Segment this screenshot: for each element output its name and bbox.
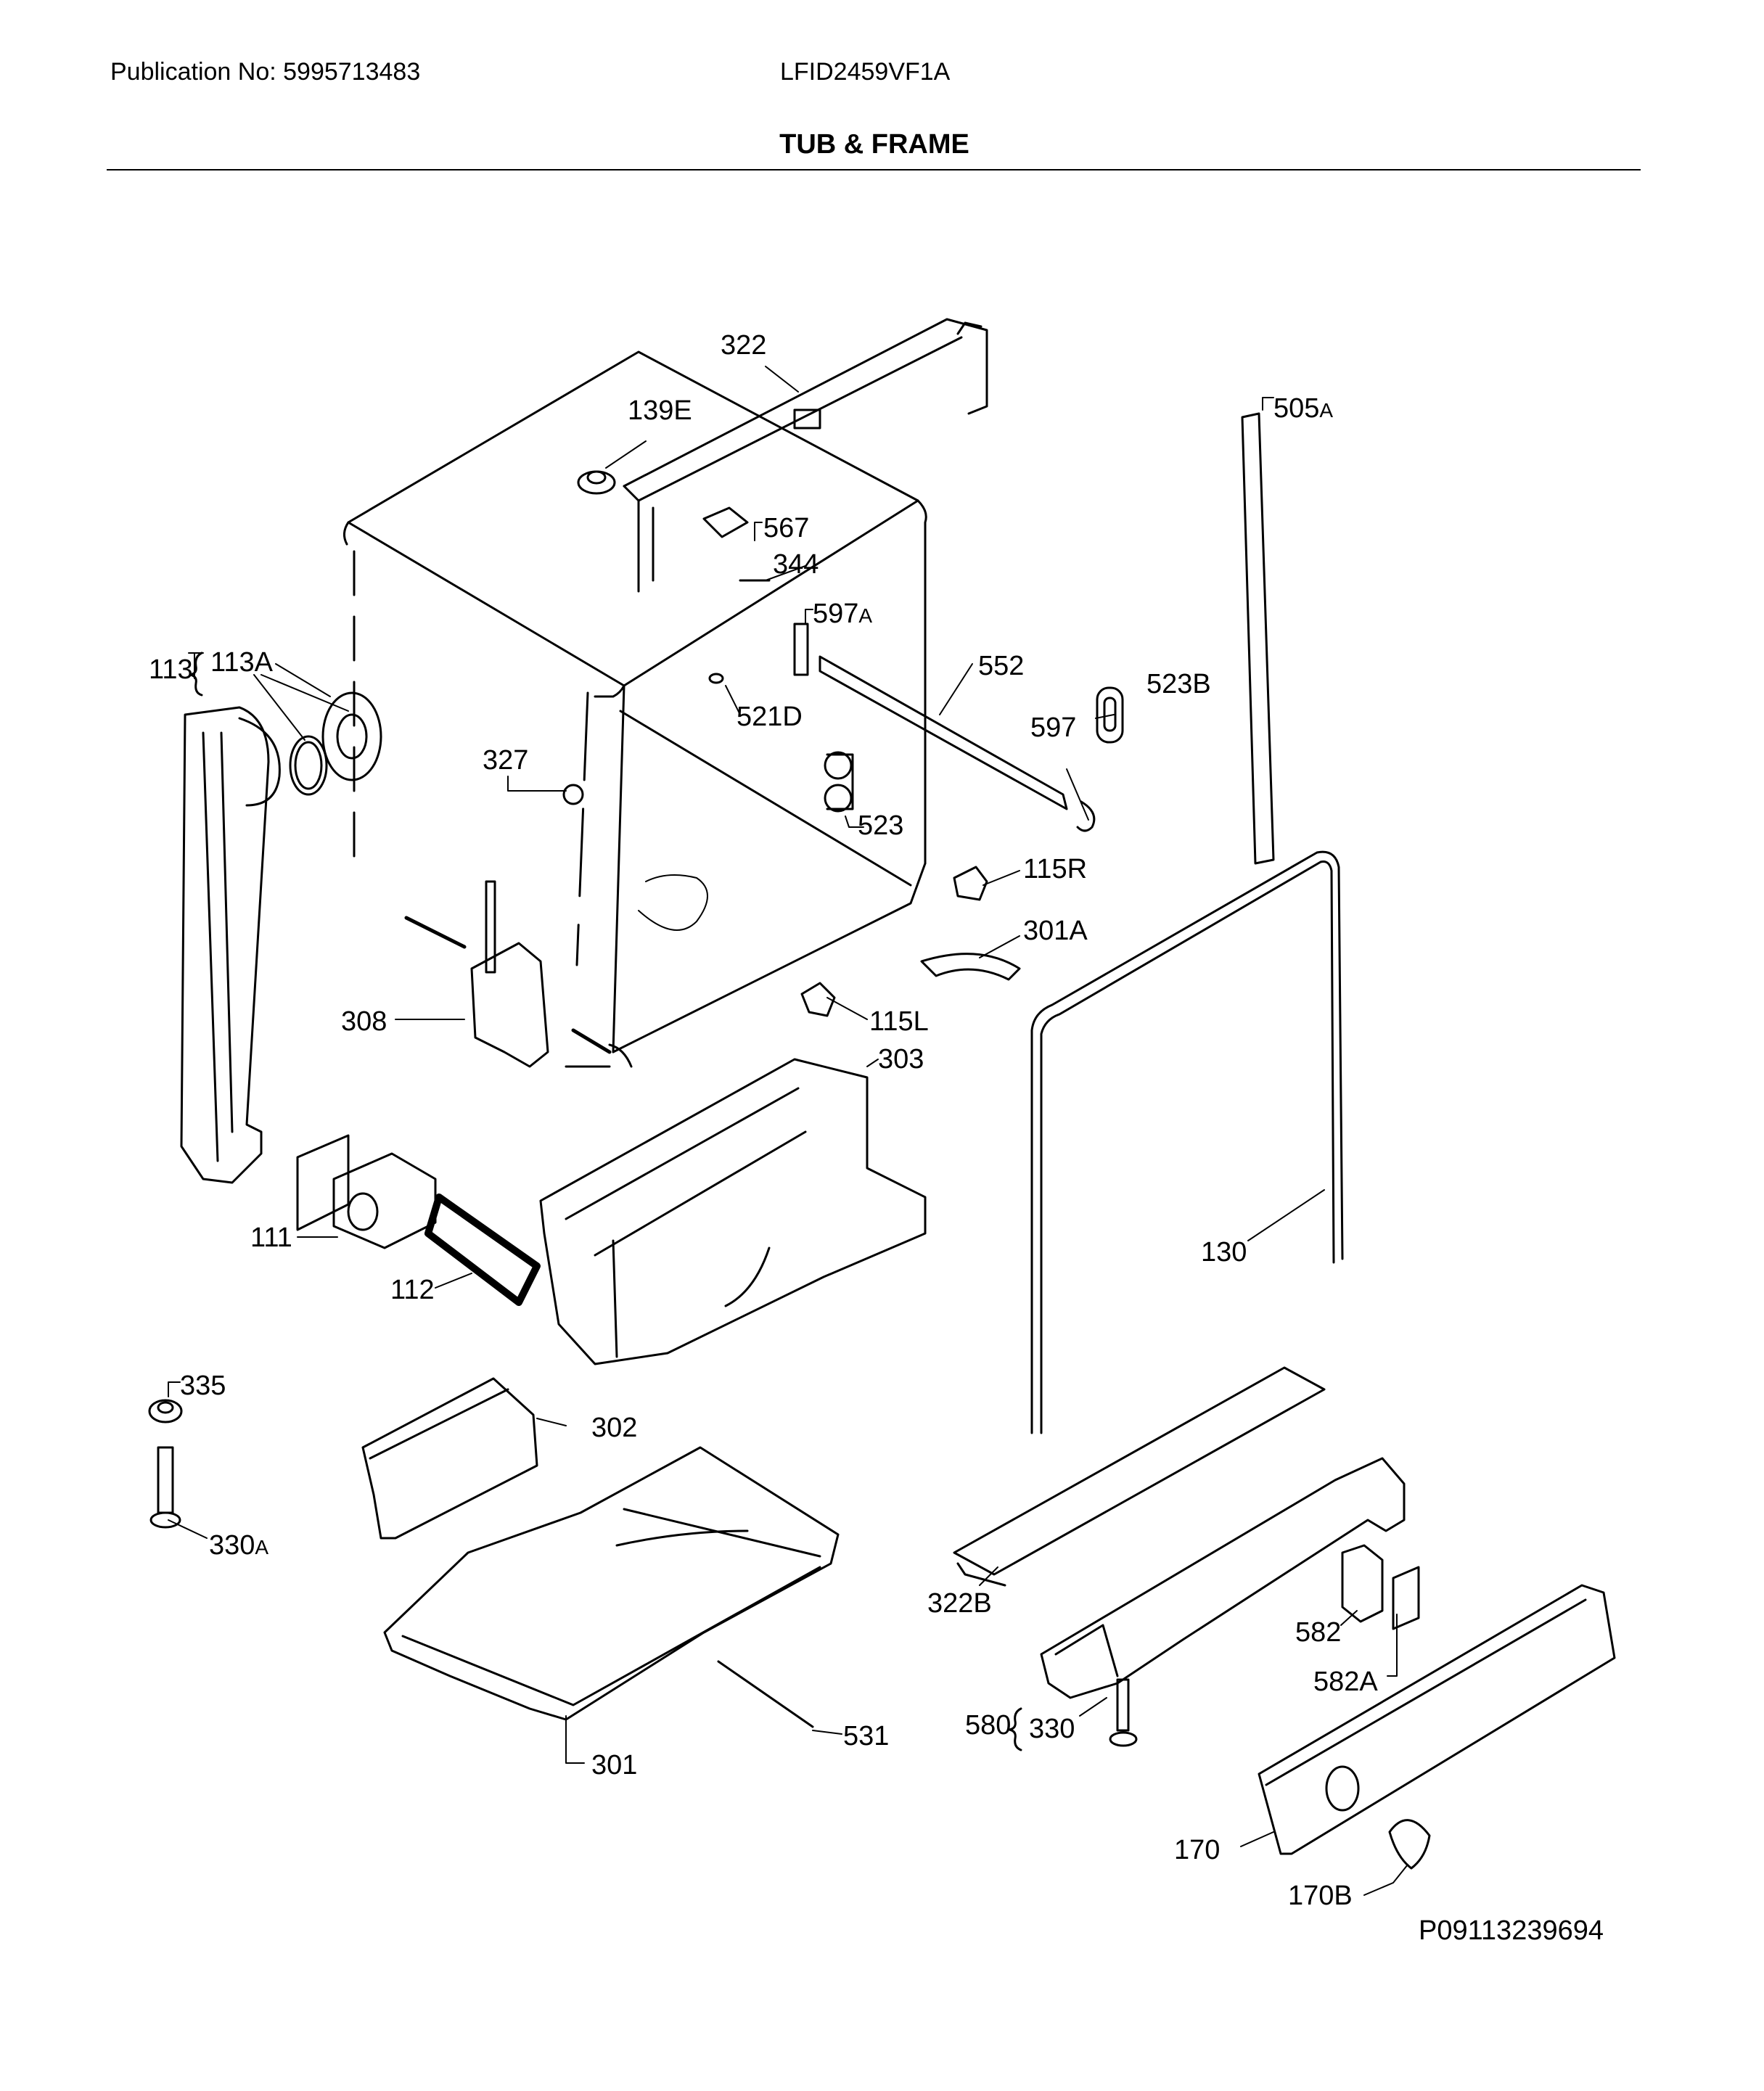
part-115R-bracket (953, 866, 988, 901)
callout-111: 111 (250, 1223, 292, 1253)
callout-580: 580 (965, 1710, 1011, 1741)
callout-330: 330 (1029, 1714, 1075, 1744)
part-330A-screw (149, 1446, 181, 1529)
part-301A-clip (920, 953, 1021, 981)
callout-139E: 139E (628, 395, 692, 426)
part-111-vent (296, 1134, 437, 1249)
callout-113A: 113A (210, 647, 274, 678)
callout-582: 582 (1295, 1617, 1341, 1648)
part-113A-vent-fan (321, 691, 382, 781)
callout-115L: 115L (869, 1006, 929, 1037)
callout-170: 170 (1174, 1835, 1220, 1865)
diagram-title: TUB & FRAME (779, 129, 969, 160)
part-335-nut (148, 1399, 183, 1424)
brace-symbols (189, 652, 1022, 1751)
callout-567: 567 (763, 513, 809, 543)
part-112-hose (424, 1194, 541, 1306)
callout-582A: 582A (1313, 1667, 1378, 1697)
part-301-base-pan (383, 1446, 840, 1721)
callout-597A: 597A (813, 599, 872, 629)
callout-301: 301 (591, 1750, 637, 1780)
part-523B-grommet (1096, 686, 1124, 744)
callout-327: 327 (483, 745, 528, 776)
part-582A-insulator (1392, 1566, 1420, 1630)
callout-301A: 301A (1023, 916, 1088, 946)
part-523-inlet (824, 751, 854, 813)
part-531-rod (717, 1660, 814, 1728)
part-139E-vent (577, 470, 616, 495)
model-number: LFID2459VF1A (780, 58, 951, 86)
part-302-panel (361, 1377, 538, 1540)
callout-308: 308 (341, 1006, 387, 1037)
part-597-clip (1076, 800, 1096, 832)
callout-113: 113 (149, 654, 193, 685)
part-322B-rail (953, 1366, 1326, 1587)
part-322-top-rail (623, 318, 988, 593)
tub (343, 350, 927, 1068)
part-113-side-panel (180, 706, 281, 1184)
part-521D-plug (708, 673, 724, 684)
header-divider (107, 169, 1641, 171)
diagram-code: P09113239694 (1419, 1915, 1604, 1946)
part-115L-bracket (800, 982, 836, 1017)
callout-302: 302 (591, 1413, 637, 1443)
part-567-bracket (702, 506, 749, 538)
callout-330A: 330A (209, 1530, 268, 1561)
part-582-bracket (1341, 1544, 1384, 1623)
callout-523: 523 (858, 810, 903, 841)
callout-labels: 322 139E 505A 567 344 597A 113 113A 552 … (149, 330, 1378, 1911)
part-130-door-gasket (1030, 850, 1344, 1434)
part-330-screw (1109, 1678, 1138, 1747)
part-113A-ring (289, 735, 328, 796)
callout-505A: 505A (1273, 393, 1333, 424)
part-580-front-frame (1040, 1457, 1406, 1699)
part-552-rail (819, 655, 1068, 810)
callout-531: 531 (843, 1721, 889, 1751)
callout-552: 552 (978, 651, 1024, 681)
callout-344: 344 (773, 549, 819, 580)
part-308-hinge (404, 880, 612, 1068)
part-327-fastener (562, 784, 584, 805)
callout-322: 322 (721, 330, 766, 361)
part-597A-clip (793, 623, 809, 676)
callout-115R: 115R (1023, 854, 1087, 884)
leader-lines (168, 366, 1408, 1896)
callout-521D: 521D (737, 702, 803, 732)
part-505A-side-seal (1241, 412, 1275, 865)
part-303-base (539, 1058, 927, 1365)
callout-335: 335 (180, 1371, 226, 1401)
callout-597: 597 (1030, 712, 1076, 743)
callout-303: 303 (878, 1044, 924, 1075)
part-170-kick-plate (1258, 1584, 1616, 1855)
callout-130: 130 (1201, 1237, 1247, 1268)
callout-322B: 322B (927, 1588, 992, 1619)
callout-170B: 170B (1288, 1881, 1353, 1911)
publication-number: Publication No: 5995713483 (110, 58, 421, 86)
callout-523B: 523B (1146, 669, 1211, 699)
part-170B-clip (1388, 1819, 1431, 1870)
callout-112: 112 (390, 1275, 435, 1305)
